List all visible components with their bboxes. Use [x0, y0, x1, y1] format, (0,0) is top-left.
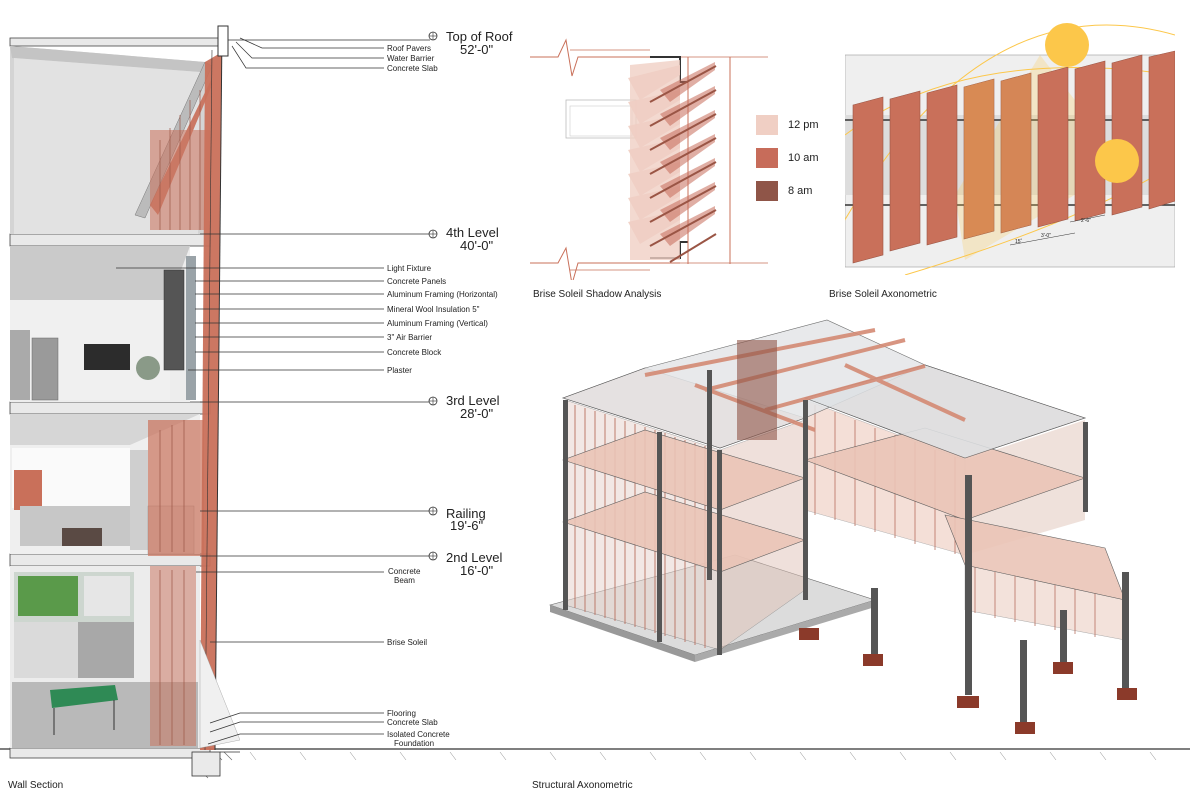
note-mineral-wool: Mineral Wool Insulation 5" — [387, 305, 480, 314]
note-plaster: Plaster — [387, 366, 412, 375]
caption-wall-section: Wall Section — [8, 780, 64, 791]
sun-icon-morning — [1095, 139, 1139, 183]
legend-label-12pm: 12 pm — [788, 119, 819, 131]
level-elevation-railing: 19'-6" — [450, 518, 484, 533]
legend-label-10am: 10 am — [788, 152, 819, 164]
brise-soleil-axonometric: 15˚ 3'-0" 2'-6" — [845, 15, 1175, 275]
note-isolated-concrete: Isolated Concrete — [387, 730, 450, 739]
legend-swatch-12pm — [756, 115, 778, 135]
structural-axonometric — [545, 310, 1145, 740]
note-concrete-slab-base: Concrete Slab — [387, 718, 438, 727]
note-aluminum-framing-horizontal: Aluminum Framing (Horizontal) — [387, 290, 498, 299]
note-water-barrier: Water Barrier — [387, 54, 435, 63]
note-beam: Beam — [394, 576, 415, 585]
level-elevation-4th: 40'-0" — [460, 238, 494, 253]
note-flooring: Flooring — [387, 709, 416, 718]
level-name-railing: Railing — [446, 506, 486, 521]
note-concrete-panels: Concrete Panels — [387, 277, 447, 286]
level-name-top-of-roof: Top of Roof — [446, 29, 513, 44]
note-light-fixture: Light Fixture — [387, 264, 432, 273]
legend-label-8am: 8 am — [788, 185, 813, 197]
note-foundation: Foundation — [394, 739, 435, 748]
note-concrete-slab-roof: Concrete Slab — [387, 64, 438, 73]
level-name-2nd: 2nd Level — [446, 550, 503, 565]
level-elevation-2nd: 16'-0" — [460, 563, 494, 578]
level-elevation-top-of-roof: 52'-0" — [460, 42, 494, 57]
note-concrete: Concrete — [388, 567, 421, 576]
level-name-4th: 4th Level — [446, 225, 499, 240]
legend-swatch-10am — [756, 148, 778, 168]
caption-brise-soleil-axonometric: Brise Soleil Axonometric — [829, 289, 937, 300]
axo-dim-depth: 2'-6" — [1081, 218, 1091, 224]
note-aluminum-framing-vertical: Aluminum Framing (Vertical) — [387, 319, 488, 328]
note-roof-pavers: Roof Pavers — [387, 44, 432, 53]
axo-dim-spacing: 3'-0" — [1041, 233, 1051, 239]
shadow-analysis-drawing — [530, 30, 770, 280]
legend-swatch-8am — [756, 181, 778, 201]
shadow-legend: 12 pm 10 am 8 am — [754, 115, 844, 210]
caption-structural-axonometric: Structural Axonometric — [532, 780, 633, 791]
wall-section-drawing — [0, 0, 240, 790]
note-concrete-block: Concrete Block — [387, 348, 442, 357]
level-name-3rd: 3rd Level — [446, 393, 500, 408]
level-elevation-3rd: 28'-0" — [460, 406, 494, 421]
sun-icon-noon — [1045, 23, 1089, 67]
axo-dim-angle: 15˚ — [1015, 239, 1023, 245]
caption-shadow-analysis: Brise Soleil Shadow Analysis — [533, 289, 662, 300]
note-air-barrier: 3" Air Barrier — [387, 333, 433, 342]
note-brise-soleil: Brise Soleil — [387, 638, 428, 647]
